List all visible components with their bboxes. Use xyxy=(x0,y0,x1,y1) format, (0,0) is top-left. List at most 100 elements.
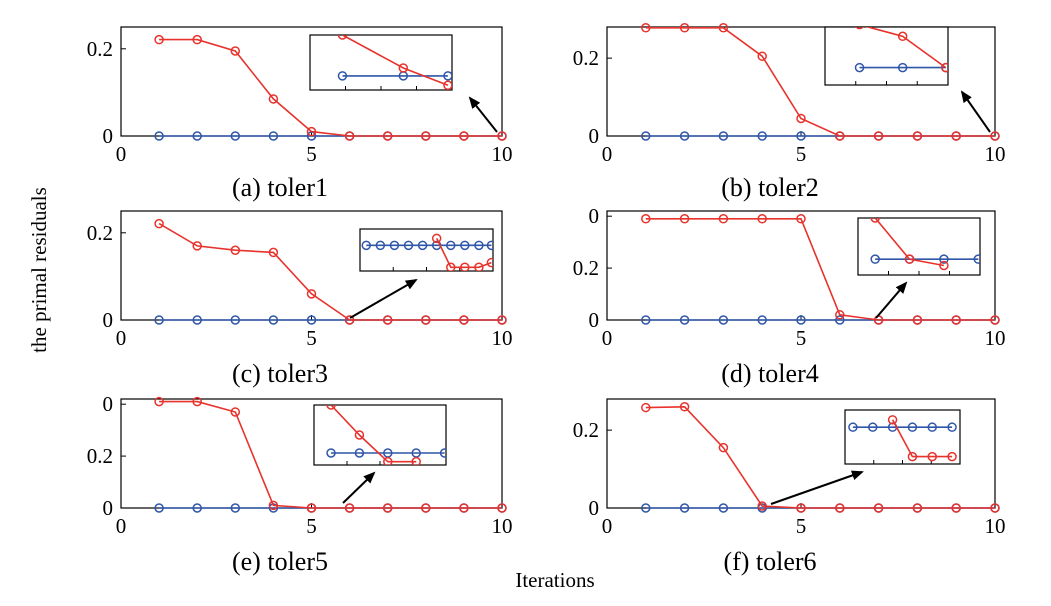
blue-series-point xyxy=(757,131,767,141)
red-series-point xyxy=(951,315,961,325)
zoom-arrow xyxy=(770,470,864,505)
inset-red-series-point xyxy=(941,62,948,73)
x-tick-label: 0 xyxy=(116,326,127,350)
red-series-line xyxy=(645,218,995,321)
y-axis-label: the primal residuals xyxy=(27,187,51,353)
inset-red-series-point xyxy=(947,451,957,462)
inset-red-series-point xyxy=(486,257,493,268)
x-tick-label: 0 xyxy=(602,326,613,350)
inset-series xyxy=(854,27,948,73)
inset-blue-series-point xyxy=(361,240,372,251)
y-tick-label: 0.2 xyxy=(573,418,599,442)
inset-blue-series-point xyxy=(854,62,865,73)
red-series-point xyxy=(835,310,845,320)
blue-series-point xyxy=(796,131,806,141)
red-series-point xyxy=(990,315,1000,325)
inset-red-series-point xyxy=(446,262,456,271)
inset-red-series-point xyxy=(897,31,908,42)
inset-series xyxy=(361,233,493,271)
zoom-arrow xyxy=(875,281,908,319)
inset-series xyxy=(870,218,980,271)
red-series-point xyxy=(718,214,729,224)
red-series-point xyxy=(718,23,729,33)
y-tick-label: 0.2 xyxy=(87,221,113,245)
red-series-point xyxy=(912,131,923,141)
red-series-point xyxy=(796,503,806,513)
blue-series-point xyxy=(679,503,690,513)
inset-blue-series-point xyxy=(848,422,858,432)
red-series-point xyxy=(154,218,164,229)
x-tick-label: 10 xyxy=(985,142,1006,166)
inset-red-series-point xyxy=(460,262,470,271)
zoom-arrow xyxy=(349,279,418,319)
red-series-point xyxy=(344,315,355,325)
panel-caption: (d) toler4 xyxy=(721,359,818,388)
inset-blue-series-point xyxy=(389,240,400,251)
red-series-point xyxy=(306,126,317,137)
inset-red-series-point xyxy=(939,260,949,271)
blue-series-point xyxy=(230,131,241,141)
inset-red-series-point xyxy=(855,27,864,30)
blue-series-point xyxy=(192,131,202,141)
red-series-point xyxy=(382,315,393,325)
inset-red-series-line xyxy=(891,419,953,458)
inset-red-series-point xyxy=(887,415,898,425)
y-tick-label: 0.2 xyxy=(87,444,113,468)
inset-series xyxy=(326,405,446,465)
red-series-point xyxy=(796,214,806,224)
inset-red-series-point xyxy=(411,456,421,465)
red-series-point xyxy=(459,131,469,141)
red-series-point xyxy=(497,503,507,513)
zoom-arrow xyxy=(342,471,376,504)
blue-series-point xyxy=(192,315,202,325)
y-tick-label: 0 xyxy=(589,124,600,148)
inset-frame xyxy=(359,228,494,272)
y-tick-label: 0.2 xyxy=(573,256,599,280)
panel-caption: (a) toler1 xyxy=(232,173,328,202)
inset-red-series-point xyxy=(431,233,442,244)
red-series-point xyxy=(268,247,279,258)
inset-blue-series-point xyxy=(443,71,452,81)
x-tick-label: 10 xyxy=(985,514,1006,538)
red-series-point xyxy=(873,131,884,141)
inset-red-series-line xyxy=(874,218,945,267)
y-tick-label: 0 xyxy=(103,124,114,148)
panel-caption: (f) toler6 xyxy=(723,547,816,576)
inset-red-series-point xyxy=(474,262,484,271)
red-series-point xyxy=(796,113,806,124)
red-series-point xyxy=(459,315,469,325)
x-tick-label: 5 xyxy=(306,514,317,538)
zoom-arrow xyxy=(960,90,991,133)
red-series-point xyxy=(192,396,202,407)
red-series-point xyxy=(497,315,507,325)
panel-caption: (b) toler2 xyxy=(721,173,818,202)
x-tick-label: 5 xyxy=(306,142,317,166)
inset-red-series-line xyxy=(864,27,947,69)
inset-blue-series-point xyxy=(870,254,880,264)
inset-red-series-point xyxy=(870,218,880,223)
y-tick-label: 0 xyxy=(103,308,114,332)
y-tick-label: 0 xyxy=(589,204,600,228)
inset-zoom xyxy=(309,34,453,91)
red-series-line xyxy=(645,405,995,509)
red-series-point xyxy=(421,503,431,513)
red-series-line xyxy=(645,27,995,137)
inset-zoom xyxy=(844,409,961,465)
red-series-point xyxy=(230,46,241,56)
red-series-point xyxy=(268,94,279,104)
red-series-point xyxy=(192,34,202,45)
inset-red-series-point xyxy=(326,405,336,410)
panel-caption: (e) toler5 xyxy=(232,547,328,576)
blue-series-point xyxy=(230,503,241,513)
x-tick-label: 5 xyxy=(796,326,807,350)
blue-series-point xyxy=(154,131,164,141)
red-series-point xyxy=(306,503,317,513)
blue-series-point xyxy=(230,315,241,325)
y-tick-label: 0.2 xyxy=(87,37,113,61)
inset-red-series-point xyxy=(904,254,915,264)
red-series-point xyxy=(912,503,923,513)
